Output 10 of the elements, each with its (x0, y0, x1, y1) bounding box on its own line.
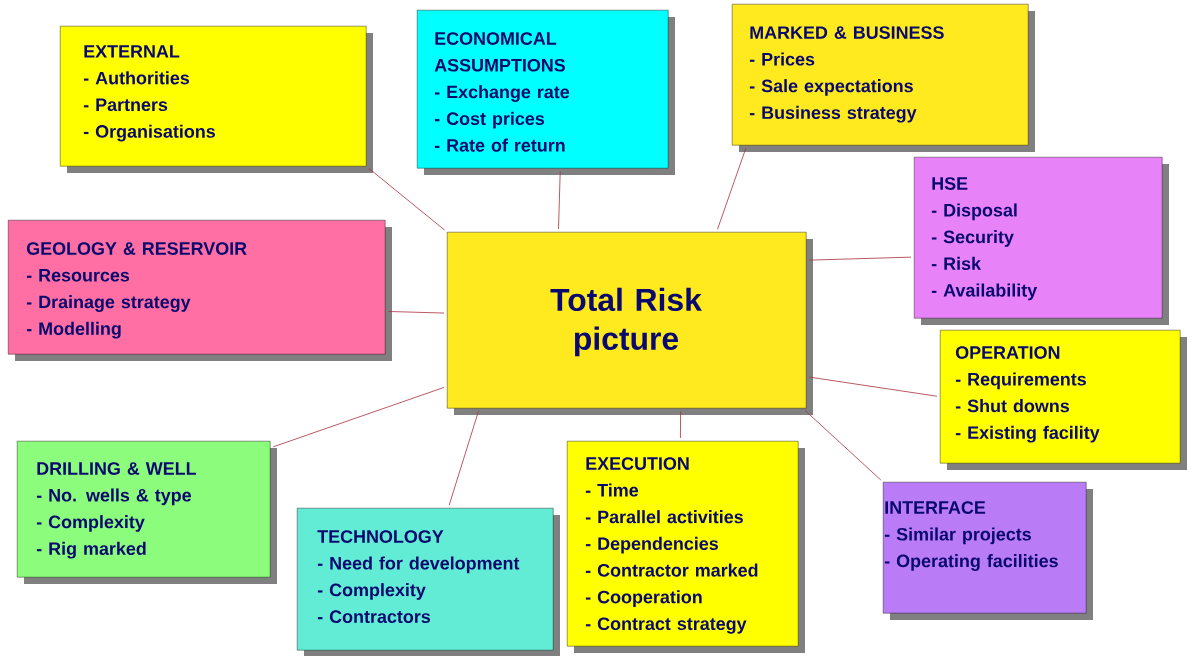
connector-line (808, 376, 938, 397)
connector-line (388, 311, 445, 314)
connector-line (558, 171, 561, 230)
connector-line (804, 410, 882, 481)
connector-line (717, 147, 747, 230)
connector-line (809, 256, 912, 261)
connector-line (272, 386, 445, 448)
connector-line (448, 410, 479, 506)
connector-line (680, 411, 681, 439)
connector-line (368, 167, 446, 231)
